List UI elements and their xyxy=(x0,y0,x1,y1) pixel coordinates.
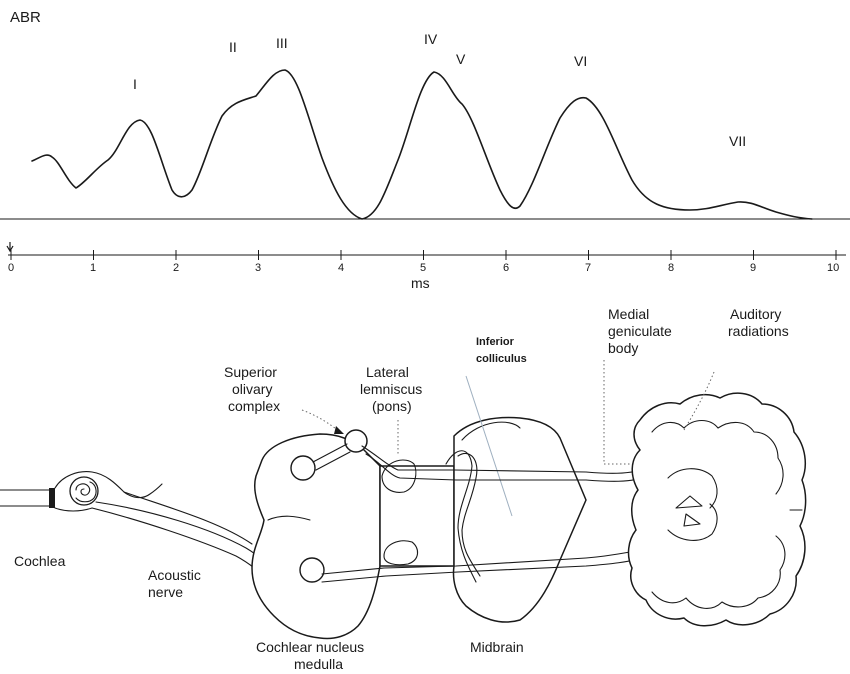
label-inferior-colliculus-1: Inferior xyxy=(476,336,515,348)
cochlear-nucleus-lower xyxy=(299,557,325,583)
peak-label-vii: VII xyxy=(729,133,746,149)
label-inferior-colliculus-2: colliculus xyxy=(476,353,527,365)
peak-label-ii: II xyxy=(229,39,237,55)
label-acoustic-nerve-2: nerve xyxy=(148,584,183,600)
midbrain-body xyxy=(452,416,587,623)
tick-label-2: 2 xyxy=(173,262,179,274)
peak-label-iv: IV xyxy=(424,31,438,47)
tick-label-8: 8 xyxy=(668,262,674,274)
label-lateral-lemniscus-1: Lateral xyxy=(366,364,409,380)
peak-label-v: V xyxy=(456,51,466,67)
label-superior-olivary-1: Superior xyxy=(224,364,277,380)
tick-label-9: 9 xyxy=(750,262,756,274)
tick-label-0: 0 xyxy=(8,262,14,274)
peak-label-iii: III xyxy=(276,35,288,51)
label-lateral-lemniscus-3: (pons) xyxy=(372,398,412,414)
axis-unit-label: ms xyxy=(411,275,430,291)
label-lateral-lemniscus-2: lemniscus xyxy=(360,381,422,397)
tick-label-3: 3 xyxy=(255,262,261,274)
lemniscal-tract-upper xyxy=(361,445,643,474)
label-medial-geniculate-3: body xyxy=(608,340,638,356)
label-medial-geniculate-2: geniculate xyxy=(608,323,672,339)
inferior-colliculus-pointer xyxy=(465,375,513,517)
stimulus-onset-arrow-icon xyxy=(6,242,14,253)
cochlear-nucleus-upper xyxy=(290,455,316,481)
label-cochlea: Cochlea xyxy=(14,553,66,569)
cochlea-icon xyxy=(69,476,99,506)
tick-label-10: 10 xyxy=(827,262,839,274)
label-cochlear-nucleus-2: medulla xyxy=(294,656,343,672)
superior-olivary-complex xyxy=(344,429,368,453)
tick-label-6: 6 xyxy=(503,262,509,274)
tick-label-5: 5 xyxy=(420,262,426,274)
label-auditory-radiations-2: radiations xyxy=(728,323,789,339)
abr-waveform xyxy=(31,69,813,220)
peak-label-i: I xyxy=(133,76,137,92)
tick-label-1: 1 xyxy=(90,262,96,274)
label-medial-geniculate-1: Medial xyxy=(608,306,649,322)
abr-title: ABR xyxy=(10,9,41,26)
tick-label-7: 7 xyxy=(585,262,591,274)
label-midbrain: Midbrain xyxy=(470,639,524,655)
cerebrum-outline xyxy=(627,392,807,627)
tick-label-4: 4 xyxy=(338,262,344,274)
label-superior-olivary-3: complex xyxy=(228,398,280,414)
peak-label-vi: VI xyxy=(574,53,587,69)
time-axis xyxy=(6,242,846,260)
label-acoustic-nerve-1: Acoustic xyxy=(148,567,201,583)
medulla-body xyxy=(251,433,381,640)
label-superior-olivary-2: olivary xyxy=(232,381,272,397)
label-cochlear-nucleus-1: Cochlear nucleus xyxy=(256,639,364,655)
label-auditory-radiations-1: Auditory xyxy=(730,306,781,322)
